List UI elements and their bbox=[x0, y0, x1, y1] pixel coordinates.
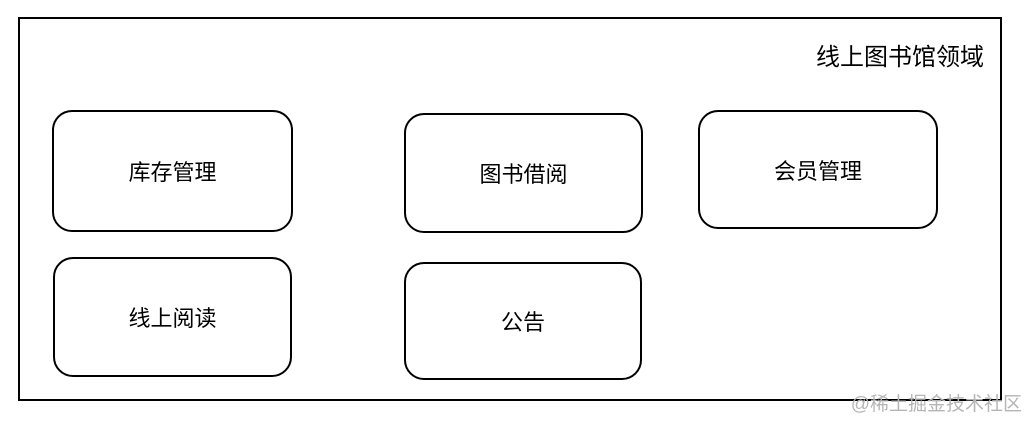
box-label-online-reading: 线上阅读 bbox=[128, 306, 217, 331]
box-label-announcement: 公告 bbox=[500, 310, 545, 335]
box-label-book-borrowing: 图书借阅 bbox=[479, 162, 568, 187]
domain-box-book-borrowing: 图书借阅 bbox=[404, 113, 643, 233]
watermark-text: @稀土掘金技术社区 bbox=[850, 394, 1022, 415]
domain-box-member-management: 会员管理 bbox=[698, 110, 938, 229]
box-label-member-management: 会员管理 bbox=[773, 158, 862, 184]
domain-boundary-frame bbox=[18, 17, 1002, 401]
domain-box-announcement: 公告 bbox=[404, 262, 642, 380]
domain-box-inventory-management: 库存管理 bbox=[52, 110, 293, 232]
domain-title: 线上图书馆领域 bbox=[816, 44, 984, 71]
domain-box-online-reading: 线上阅读 bbox=[53, 257, 292, 377]
box-label-inventory-management: 库存管理 bbox=[128, 160, 217, 185]
